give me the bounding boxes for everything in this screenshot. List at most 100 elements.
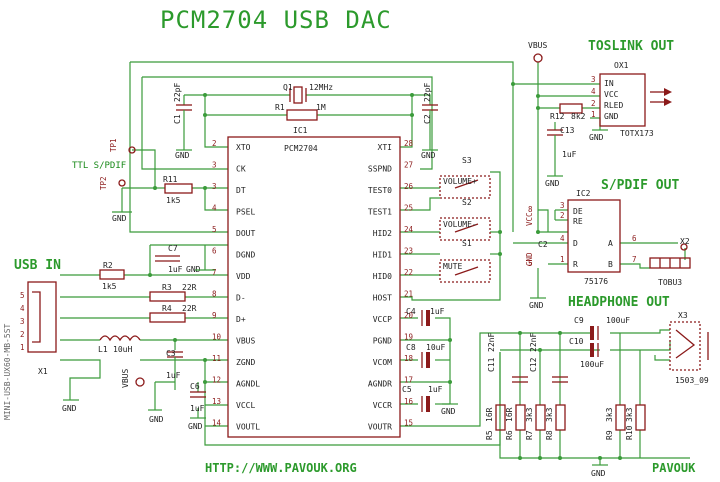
s2-name: VOLUME-	[443, 220, 477, 229]
crystal-q1: Q1 12MHz	[283, 83, 333, 104]
c6-gnd: GND	[188, 422, 203, 431]
ic1-pin-number: 25	[404, 204, 413, 213]
ic1-pin-number: 22	[404, 268, 413, 277]
x2-ref: X2	[680, 237, 690, 246]
ic2-pin-re: RE	[573, 217, 583, 226]
c8-value: 10uF	[426, 343, 445, 352]
c1-gnd: GND	[175, 151, 190, 160]
switch-s2: S2 VOLUME-	[439, 198, 491, 241]
capacitor-c12: C12 22nF	[529, 333, 568, 383]
gnd-symbols-right: GND	[441, 403, 458, 416]
r3-ref: R3	[162, 283, 172, 292]
ic2-num-re: 2	[560, 211, 565, 220]
c7-gnd: GND	[186, 265, 201, 274]
tobu3-label: TOBU3	[658, 278, 682, 287]
resistor-r8: R8 3k3	[545, 404, 566, 440]
ic1-pin-number: 13	[212, 397, 221, 406]
ic2-num-r: 1	[560, 255, 565, 264]
c3-ref: C3	[166, 349, 176, 358]
usb-pin-2: 2	[20, 330, 25, 339]
r1-value: 1M	[316, 103, 326, 112]
ic1-pin-hid2: HID2	[373, 229, 392, 238]
ox1-num-rled: 2	[591, 99, 596, 108]
headphone-gnd: GND	[591, 469, 606, 478]
ic1-pin-number: 23	[404, 247, 413, 256]
ic1-name: PCM2704	[284, 144, 318, 153]
gnd-bottom: GND	[591, 464, 608, 478]
ic1-pin-d: D-	[236, 294, 246, 303]
ic1-pin-agndl: AGNDL	[236, 380, 260, 389]
c12-value: 22nF	[529, 333, 538, 352]
c5-value: 1uF	[428, 385, 443, 394]
ic2-pin-a: A	[608, 239, 613, 248]
c1-ref: C1	[173, 114, 182, 124]
r8-ref: R8	[545, 430, 554, 440]
c10-value: 100uF	[580, 360, 604, 369]
capacitor-c6: C6 1uF	[190, 382, 206, 413]
ic1-pin-number: 21	[404, 290, 413, 299]
ic1-pin-number: 26	[404, 182, 414, 191]
ic1-pin-number: 6	[212, 247, 217, 256]
s1-name: MUTE	[443, 262, 462, 271]
ic1-pin-vdd: VDD	[236, 272, 251, 281]
resistor-r3: R3 22R	[149, 283, 197, 302]
resistor-r11: R11 1k5	[163, 175, 193, 205]
ic1-pin-hid1: HID1	[373, 251, 392, 260]
ic1-right-gnd: GND	[441, 407, 456, 416]
c7-value: 1uF	[168, 265, 183, 274]
ic2-vcc-label: VCC	[525, 212, 534, 226]
ic1-pin-number: 12	[212, 376, 221, 385]
r7-ref: R7	[525, 430, 534, 440]
resistor-r7: R7 3k3	[525, 404, 546, 440]
resistor-r1: R1 1M	[275, 103, 326, 121]
ic1-pin-number: 18	[404, 354, 414, 363]
ic2-num-de: 3	[560, 201, 565, 210]
x1-ref: X1	[38, 367, 48, 376]
c2-value: 22pF	[423, 83, 432, 102]
ic1-pin-vccp: VCCP	[373, 315, 392, 324]
gnd-symbols-left: GND GND GND	[62, 382, 206, 431]
c10-ref: C10	[569, 337, 584, 346]
c8-ref: C8	[406, 343, 416, 352]
ic2-ref: IC2	[576, 189, 591, 198]
tp2-label: TP2	[99, 176, 108, 190]
capacitor-c13: C13 1uF GND GND	[545, 126, 608, 188]
vbus-top: VBUS	[528, 41, 547, 63]
ic2-num-b: 7	[632, 255, 637, 264]
ic1-pin-xti: XTI	[378, 143, 393, 152]
ic1-left-pins: XTO2CK3DT3PSEL4DOUT5DGND6VDD7D-8D+9VBUS1…	[212, 139, 260, 432]
ic1-pin-number: 3	[212, 161, 217, 170]
ic1-pin-pgnd: PGND	[373, 337, 392, 346]
section-usb-in: USB IN	[14, 258, 61, 273]
ox1-num-gnd: 1	[591, 110, 596, 119]
c6-ref: C6	[190, 382, 200, 391]
ic1-pin-number: 15	[404, 419, 413, 428]
test-points: TP1 TP2 TTL S/PDIF GND	[72, 138, 136, 223]
ic1-pcm2704: IC1 PCM2704 XTO2CK3DT3PSEL4DOUT5DGND6VDD…	[212, 126, 414, 438]
ic1-pin-xto: XTO	[236, 143, 251, 152]
s3-ref: S3	[462, 156, 472, 165]
s3-name: VOLUME+	[443, 177, 477, 186]
capacitor-c8: C8 10uF	[406, 343, 445, 368]
ic2-pin-d: D	[573, 239, 578, 248]
ic2-num-a: 6	[632, 234, 637, 243]
c1-value: 22pF	[173, 83, 182, 102]
r4-value: 22R	[182, 304, 197, 313]
ic1-pin-number: 28	[404, 139, 414, 148]
author-label: PAVOUK	[652, 461, 696, 475]
c6-value: 1uF	[190, 404, 205, 413]
capacitor-c5: C5 1uF	[402, 385, 443, 412]
ic2-pin-de: DE	[573, 207, 583, 216]
s1-ref: S1	[462, 239, 472, 248]
resistor-r4: R4 22R	[149, 304, 197, 323]
q1-ref: Q1	[283, 83, 293, 92]
ic1-pin-number: 3	[212, 182, 217, 191]
c9-ref: C9	[574, 316, 584, 325]
ic1-pin-host: HOST	[373, 294, 392, 303]
headphone-jack-x3: X3 1503_09	[669, 311, 709, 385]
vbus-left-label: VBUS	[121, 369, 130, 388]
ox1-pin-in: IN	[604, 79, 614, 88]
ic2-75176: IC2 75176 DE RE D R A B 3 2 4 1 6 7 VCC …	[525, 189, 637, 310]
toslink-ox1: OX1 TOTX173 IN VCC RLED GND 3 4 2 1	[591, 61, 672, 138]
